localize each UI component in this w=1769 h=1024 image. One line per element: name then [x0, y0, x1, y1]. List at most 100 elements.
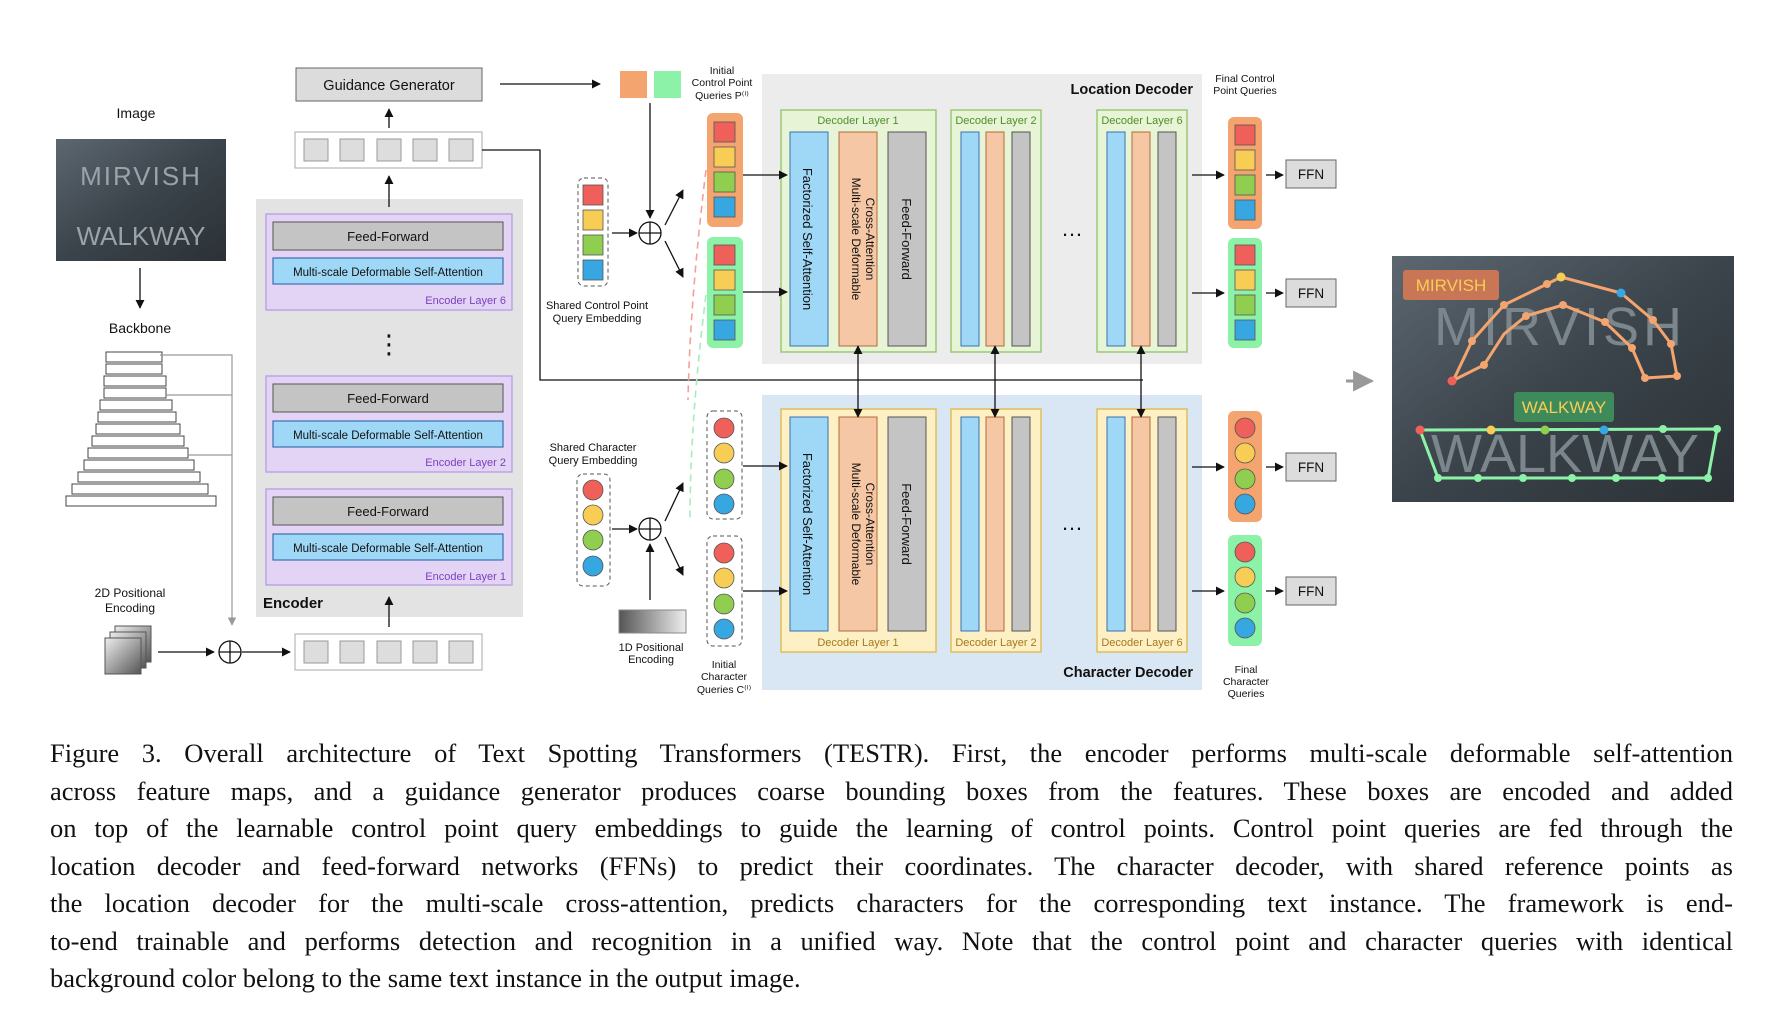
- final-char-label-2: Character: [1223, 676, 1270, 688]
- loc-msda-1: Multi-scale Deformable: [849, 178, 863, 301]
- caption-line-3: on top of the learnable control point qu…: [50, 813, 1733, 843]
- loc-dots: …: [1061, 216, 1083, 241]
- encoder-label: Encoder: [263, 595, 323, 612]
- loc-factorized-sa: Factorized Self-Attention: [800, 168, 815, 310]
- caption-line-2: across feature maps, and a guidance gene…: [50, 775, 1733, 806]
- location-decoder-panel: Location Decoder Decoder Layer 1 Factori…: [762, 74, 1202, 364]
- ffn-box-4: FFN: [1285, 576, 1337, 606]
- backbone-group: Backbone: [65, 320, 237, 626]
- ffn-label-3: FFN: [1298, 460, 1324, 475]
- initial-char-label-3: Queries C⁽ⁱ⁾: [697, 684, 752, 696]
- loc-decoder-layer-6-name: Decoder Layer 6: [1101, 115, 1182, 127]
- encoder-layer-6: Feed-Forward Multi-scale Deformable Self…: [265, 213, 513, 311]
- final-char-stack-orange: [1228, 411, 1262, 522]
- backbone-label: Backbone: [109, 320, 171, 336]
- shared-cp-label-1: Shared Control Point: [546, 300, 648, 312]
- encoder-layer-2: Feed-Forward Multi-scale Deformable Self…: [265, 375, 513, 473]
- encoder-ellipsis: ⋮: [376, 329, 402, 359]
- shared-cp-embedding: Shared Control Point Query Embedding: [546, 177, 648, 325]
- char-factorized-sa: Factorized Self-Attention: [800, 453, 815, 595]
- encoder-layer-6-name: Encoder Layer 6: [425, 295, 506, 307]
- final-cp-label-2: Point Queries: [1213, 85, 1277, 97]
- char-query-stack-2: [706, 535, 743, 647]
- initial-cp-label-3: Queries P⁽ⁱ⁾: [695, 90, 749, 102]
- input-image-group: Image MIRVISH WALKWAY: [56, 105, 226, 261]
- shared-cp-label-2: Query Embedding: [553, 313, 642, 325]
- input-image-word-2: WALKWAY: [76, 221, 205, 251]
- character-decoder-panel: Character Decoder Decoder Layer 1 Factor…: [762, 395, 1202, 690]
- encoder-layer-1: Feed-Forward Multi-scale Deformable Self…: [265, 488, 513, 586]
- encoder-layer-2-ff: Feed-Forward: [347, 391, 429, 406]
- pos1d-label-1: 1D Positional: [619, 642, 684, 654]
- char-dots: …: [1061, 510, 1083, 535]
- ffn-label-4: FFN: [1298, 584, 1324, 599]
- initial-char-label-2: Character: [701, 671, 748, 683]
- caption-line-5: the location decoder for the multi-scale…: [50, 888, 1733, 918]
- encoder-layer-2-attn: Multi-scale Deformable Self-Attention: [293, 430, 483, 442]
- final-char-stack-green: [1228, 535, 1262, 646]
- ffn-box-2: FFN: [1285, 278, 1337, 308]
- encoder-panel: Encoder Feed-Forward Multi-scale Deforma…: [256, 199, 523, 617]
- shared-char-label-2: Query Embedding: [549, 455, 638, 467]
- caption-line-1: Figure 3. Overall architecture of Text S…: [50, 738, 1733, 768]
- output-label-mirvish: MIRVISH: [1416, 276, 1487, 295]
- final-char-label-3: Queries: [1228, 688, 1265, 700]
- character-decoder-label: Character Decoder: [1063, 665, 1193, 681]
- guidance-generator: Guidance Generator: [295, 67, 483, 102]
- ffn-box-1: FFN: [1285, 159, 1337, 189]
- final-cp-label-1: Final Control: [1215, 73, 1275, 85]
- ffn-box-3: FFN: [1285, 452, 1337, 482]
- final-char-label-1: Final: [1235, 664, 1258, 676]
- caption-line-4: location decoder and feed-forward networ…: [50, 850, 1733, 881]
- loc-decoder-layer-2-name: Decoder Layer 2: [955, 115, 1036, 127]
- ffn-label-2: FFN: [1298, 286, 1324, 301]
- char-msda-1: Multi-scale Deformable: [849, 463, 863, 586]
- initial-char-label-1: Initial: [712, 659, 737, 671]
- encoder-layer-2-name: Encoder Layer 2: [425, 457, 506, 469]
- image-label: Image: [117, 105, 156, 121]
- encoder-layer-1-ff: Feed-Forward: [347, 504, 429, 519]
- figure-caption: Figure 3. Overall architecture of Text S…: [50, 735, 1733, 998]
- encoder-input-tokens: [294, 633, 483, 671]
- char-ff: Feed-Forward: [899, 483, 914, 565]
- caption-line-6: to-end trainable and performs detection …: [50, 925, 1733, 956]
- pos2d-label-2: Encoding: [105, 601, 155, 615]
- encoder-layer-1-name: Encoder Layer 1: [425, 571, 506, 583]
- shared-char-embedding: Shared Character Query Embedding: [549, 442, 638, 587]
- guidance-generator-label: Guidance Generator: [323, 78, 455, 94]
- output-label-tag-mirvish: [1403, 270, 1499, 300]
- loc-msda-2: Cross-Attention: [863, 198, 877, 281]
- pos1d-label-2: Encoding: [628, 654, 674, 666]
- backbone-stack: [65, 351, 217, 507]
- pos2d-group: 2D Positional Encoding: [95, 586, 291, 675]
- encoder-layer-6-attn: Multi-scale Deformable Self-Attention: [293, 267, 483, 279]
- loc-decoder-layer-1-name: Decoder Layer 1: [817, 115, 898, 127]
- input-image: [56, 139, 226, 261]
- output-image-group: MIRVISH WALKWAY MIRVISH WALKWAY: [1392, 256, 1734, 502]
- char-query-stack-1: [706, 410, 743, 520]
- output-label-tag-walkway: [1514, 392, 1614, 422]
- encoder-layer-6-ff: Feed-Forward: [347, 229, 429, 244]
- initial-cp-query-orange: [620, 71, 647, 98]
- caption-line-7: background color belong to the same text…: [50, 963, 801, 993]
- char-decoder-layer-2-name: Decoder Layer 2: [955, 637, 1036, 649]
- encoder-output-tokens: [294, 131, 483, 169]
- ffn-label-1: FFN: [1298, 167, 1324, 182]
- encoder-layer-1-attn: Multi-scale Deformable Self-Attention: [293, 543, 483, 555]
- cp-query-stack-green: [707, 237, 743, 348]
- shared-char-label-1: Shared Character: [550, 442, 637, 454]
- final-cp-stack-orange: [1228, 117, 1262, 229]
- output-label-walkway: WALKWAY: [1522, 398, 1606, 417]
- location-decoder-label: Location Decoder: [1071, 82, 1194, 98]
- pos1d-group: 1D Positional Encoding: [618, 609, 687, 666]
- loc-ff: Feed-Forward: [899, 198, 914, 280]
- char-msda-2: Cross-Attention: [863, 483, 877, 566]
- initial-cp-label-1: Initial: [710, 65, 735, 77]
- input-image-word-1: MIRVISH: [80, 161, 202, 191]
- initial-cp-query-green: [654, 71, 681, 98]
- final-cp-stack-green: [1228, 238, 1262, 348]
- char-decoder-layer-6-name: Decoder Layer 6: [1101, 637, 1182, 649]
- initial-cp-label-2: Control Point: [692, 77, 753, 89]
- pos2d-label-1: 2D Positional: [95, 586, 166, 600]
- cp-query-stack-orange: [707, 113, 743, 227]
